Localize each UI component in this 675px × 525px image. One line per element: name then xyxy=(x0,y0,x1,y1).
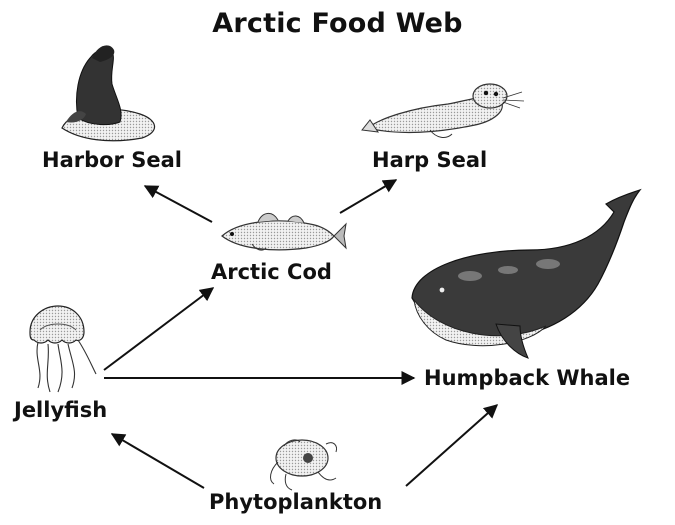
harp-seal-image xyxy=(362,84,524,137)
label-humpback-whale: Humpback Whale xyxy=(424,366,630,390)
label-arctic-cod: Arctic Cod xyxy=(211,260,332,284)
phytoplankton-image xyxy=(271,440,337,490)
arrow-jellyfish-to-cod xyxy=(104,288,213,370)
arctic-cod-image xyxy=(222,213,346,250)
label-harp-seal: Harp Seal xyxy=(372,148,487,172)
arrow-cod-to-harbor-seal xyxy=(145,186,212,222)
label-jellyfish: Jellyfish xyxy=(14,398,107,422)
humpback-whale-image xyxy=(412,190,640,358)
arrow-phytoplankton-to-whale xyxy=(406,405,497,486)
label-harbor-seal: Harbor Seal xyxy=(42,148,182,172)
jellyfish-image xyxy=(30,306,96,392)
label-phytoplankton: Phytoplankton xyxy=(209,490,382,514)
arrow-phytoplankton-to-jellyfish xyxy=(112,434,204,488)
harbor-seal-image xyxy=(62,45,155,140)
arrow-cod-to-harp-seal xyxy=(340,180,396,213)
